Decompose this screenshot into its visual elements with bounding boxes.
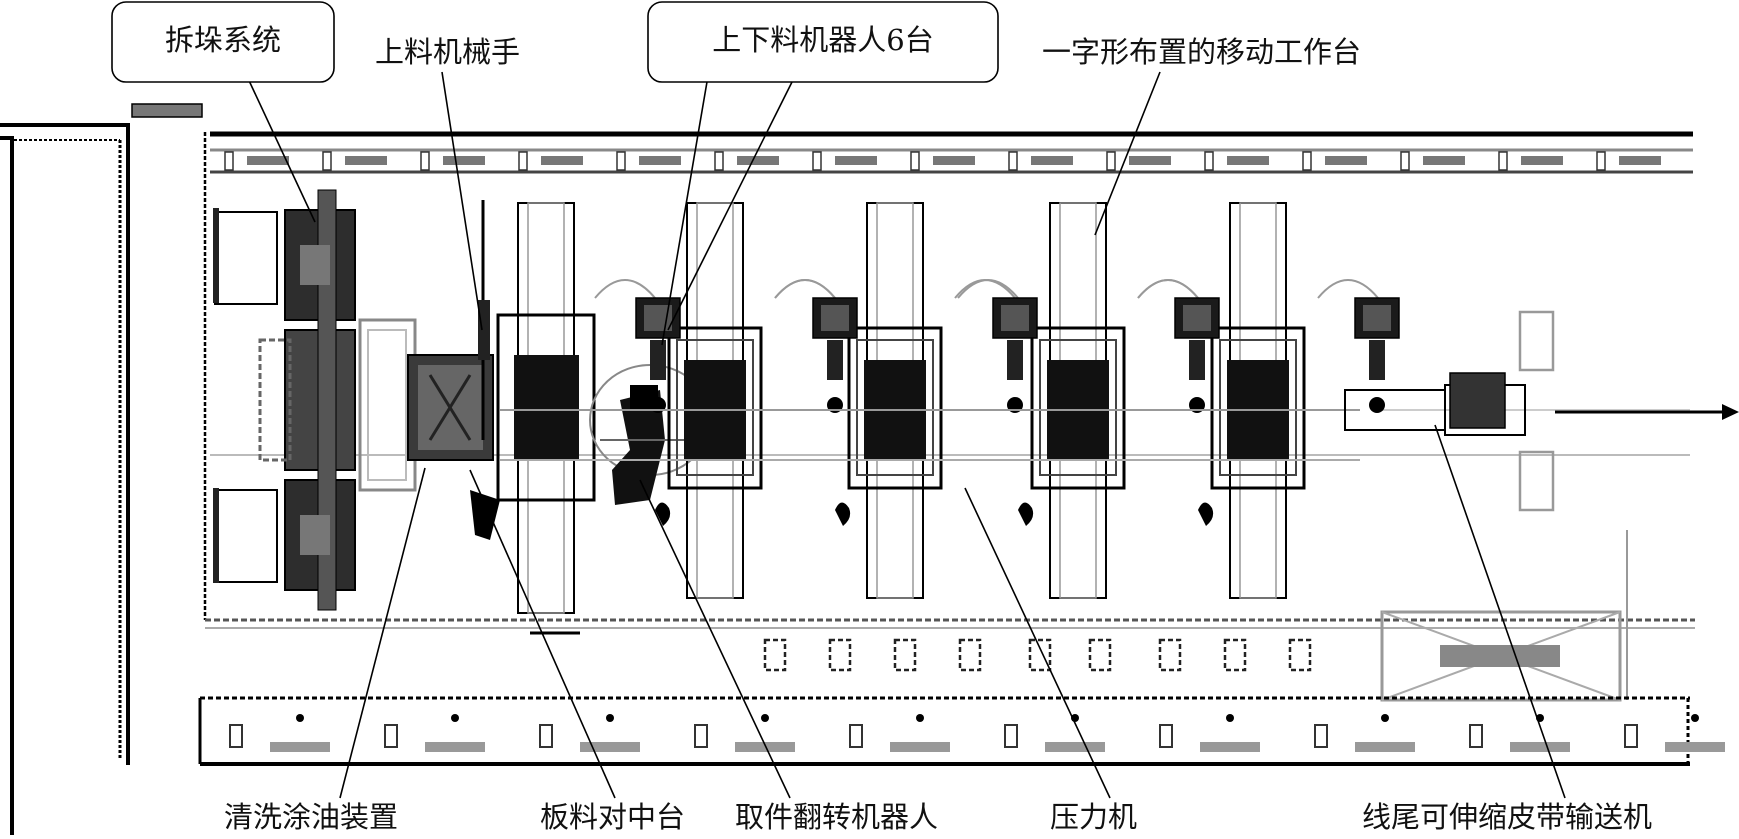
cleaning-oiling-unit bbox=[358, 318, 494, 492]
exit-arrow bbox=[1555, 404, 1739, 420]
leader-robots-1 bbox=[661, 75, 709, 346]
label-loading-manipulator: 上料机械手 bbox=[375, 35, 520, 69]
label-centering-table: 板料对中台 bbox=[540, 800, 685, 834]
centering-table bbox=[496, 202, 596, 635]
press-4 bbox=[1137, 202, 1379, 599]
leader-robots-2 bbox=[667, 75, 796, 331]
leader-press bbox=[964, 487, 1111, 799]
press-2 bbox=[774, 202, 1016, 599]
callout-box-robots bbox=[647, 1, 999, 83]
leader-centering bbox=[469, 469, 616, 799]
leader-flip-robot bbox=[639, 479, 791, 799]
label-destacking-system: 拆垛系统 bbox=[165, 23, 281, 57]
label-moving-workbench: 一字形布置的移动工作台 bbox=[1042, 35, 1361, 69]
label-cleaning-oiling-unit: 清洗涂油装置 bbox=[224, 800, 398, 834]
label-loading-unloading-robots: 上下料机器人6台 bbox=[712, 23, 933, 57]
blank-stack-bay-2 bbox=[214, 489, 278, 583]
leader-tail-conveyor bbox=[1434, 424, 1566, 799]
leader-workbench bbox=[1094, 71, 1161, 236]
leader-lines bbox=[244, 71, 1566, 799]
press-3 bbox=[957, 202, 1199, 599]
label-flip-robot: 取件翻转机器人 bbox=[735, 800, 938, 834]
destacking-system bbox=[213, 189, 356, 611]
loading-robot-4 bbox=[1174, 297, 1220, 413]
transfer-line bbox=[500, 409, 1360, 461]
bottom-aisle bbox=[198, 696, 1725, 766]
loading-robot-5 bbox=[1354, 297, 1400, 413]
leader-cleaning bbox=[339, 467, 426, 799]
label-press: 压力机 bbox=[1050, 800, 1137, 834]
floor-markings bbox=[763, 638, 1312, 672]
blank-stack-bay-1 bbox=[214, 211, 278, 305]
plant-wall bbox=[0, 123, 130, 835]
callout-box-destacking bbox=[111, 1, 335, 83]
top-rail bbox=[210, 131, 1693, 174]
tail-telescopic-belt-conveyor bbox=[1344, 310, 1555, 512]
label-tail-conveyor: 线尾可伸缩皮带输送机 bbox=[1362, 800, 1652, 834]
loading-robot-3 bbox=[992, 297, 1038, 413]
storage-area bbox=[1380, 530, 1628, 702]
loading-manipulator bbox=[470, 200, 500, 540]
leader-loading-manipulator bbox=[441, 71, 483, 331]
crane-rail-marker bbox=[131, 103, 203, 118]
leader-destacking bbox=[244, 71, 316, 223]
